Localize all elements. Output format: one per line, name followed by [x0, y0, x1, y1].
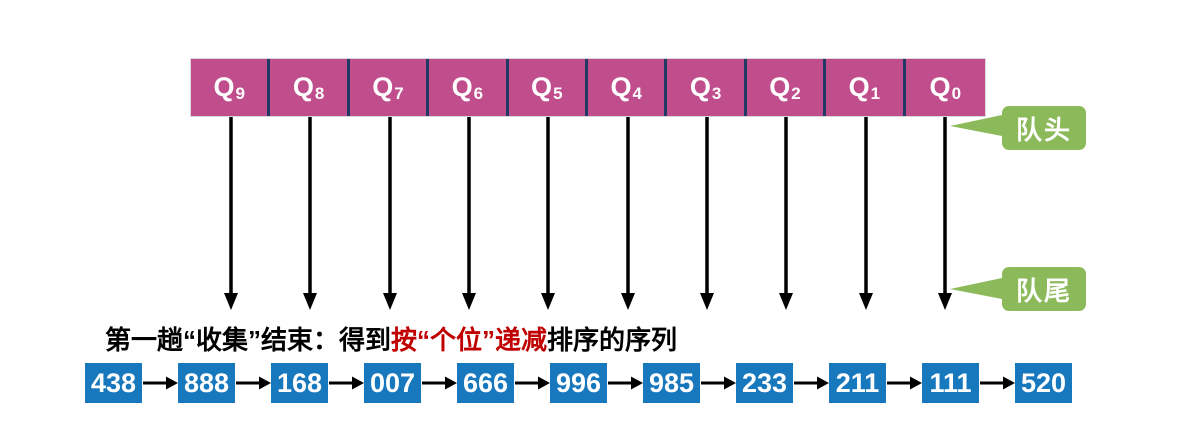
queue-label: Q — [451, 72, 473, 102]
sequence-node: 168 — [271, 363, 328, 403]
arrow-right-icon — [142, 376, 178, 390]
caption: 第一趟“收集”结束：得到按“个位”递减排序的序列 — [105, 320, 677, 357]
sequence-node: 438 — [85, 363, 142, 403]
sequence-node: 111 — [922, 363, 979, 403]
caption-highlight: 按“个位”递减 — [391, 325, 548, 355]
sequence-node: 007 — [364, 363, 421, 403]
queue-label-subscript: 9 — [235, 84, 245, 103]
down-arrow-icon — [620, 117, 636, 310]
sequence-row: 438 888 168 007 666 996 985 233 211 111 … — [85, 363, 1072, 403]
queue-label-subscript: 6 — [473, 84, 484, 103]
callout-pointer-icon — [950, 115, 1002, 136]
arrow-right-icon — [421, 376, 457, 390]
caption-part2: 排序的序列 — [547, 325, 678, 355]
queue-label-subscript: 4 — [632, 84, 642, 103]
queue-label-subscript: 1 — [870, 84, 881, 103]
queue-label-subscript: 0 — [951, 84, 962, 103]
queue-label: Q — [531, 72, 553, 102]
sequence-node: 211 — [829, 363, 886, 403]
sequence-node: 996 — [550, 363, 607, 403]
arrow-right-icon — [886, 376, 922, 390]
sequence-node: 985 — [643, 363, 700, 403]
sequence-node: 520 — [1015, 363, 1072, 403]
arrow-right-icon — [328, 376, 364, 390]
queue-head-label: 队头 — [1002, 106, 1086, 150]
arrow-right-icon — [700, 376, 736, 390]
queue-label-subscript: 8 — [314, 84, 325, 103]
down-arrow-icon — [302, 117, 318, 310]
down-arrow-icon — [540, 117, 556, 310]
queue-label: Q — [769, 72, 791, 102]
arrow-right-icon — [607, 376, 643, 390]
queue-label: Q — [292, 72, 314, 102]
arrow-right-icon — [514, 376, 550, 390]
arrow-right-icon — [793, 376, 829, 390]
queue-label: Q — [213, 72, 235, 102]
arrow-right-icon — [979, 376, 1015, 390]
queue-label: Q — [610, 72, 632, 102]
queue-label: Q — [372, 72, 394, 102]
callout-pointer-icon — [950, 278, 1002, 299]
down-arrow-icon — [778, 117, 794, 310]
arrow-right-icon — [235, 376, 271, 390]
down-arrow-icon — [382, 117, 398, 310]
callout-queue-head: 队头 — [948, 106, 1086, 150]
down-arrow-icon — [461, 117, 477, 310]
queue-tail-label: 队尾 — [1002, 267, 1086, 311]
sequence-node: 233 — [736, 363, 793, 403]
sequence-node: 666 — [457, 363, 514, 403]
queue-label-subscript: 5 — [553, 84, 563, 103]
callout-queue-tail: 队尾 — [948, 267, 1086, 311]
down-arrow-icon — [699, 117, 715, 310]
queue-label: Q — [689, 72, 711, 102]
queue-label-subscript: 3 — [711, 84, 722, 103]
queue-label-subscript: 7 — [394, 84, 404, 103]
caption-part1: 第一趟“收集”结束：得到 — [105, 325, 392, 355]
down-arrow-icon — [937, 117, 953, 310]
down-arrow-icon — [858, 117, 874, 310]
queue-label: Q — [848, 72, 870, 102]
sequence-node: 888 — [178, 363, 235, 403]
down-arrow-icon — [223, 117, 239, 310]
queue-label: Q — [929, 72, 951, 102]
queue-label-subscript: 2 — [791, 84, 801, 103]
